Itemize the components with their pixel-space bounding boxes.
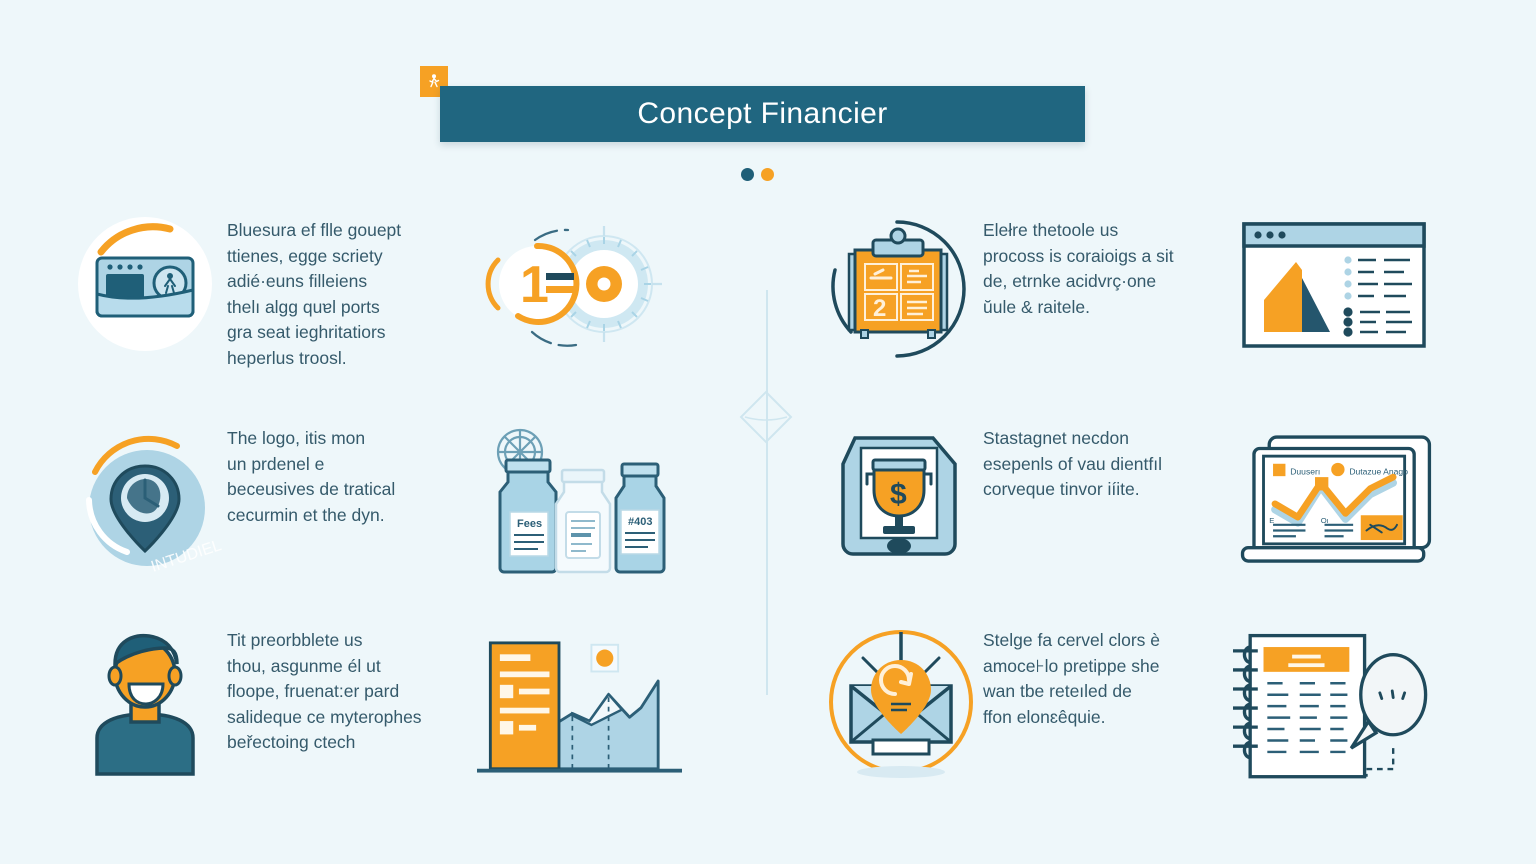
svg-text:$: $ (890, 478, 907, 511)
svg-text:#403: #403 (628, 516, 652, 528)
header-dots (741, 168, 774, 181)
three-bottles-icon: Fees #403 (496, 428, 665, 574)
person-avatar-icon (94, 633, 195, 776)
svg-text:2: 2 (873, 295, 886, 322)
icon-envelope-pin-circle (818, 622, 983, 787)
dot-orange (761, 168, 774, 181)
header: Concept Financier (0, 0, 1536, 200)
panel-right-1-text-block: Elełre thetoole us procoss is coraioigs … (983, 212, 1233, 320)
divider-diamond-icon (739, 390, 793, 444)
panel-left-2-text: The logo, itis mon un prdenel e beceusiv… (227, 428, 396, 525)
card-device-circle-icon (77, 217, 212, 351)
location-gauge-pin-icon: INTUDIEL (85, 435, 223, 576)
icon-checklist-mountain-chart (477, 622, 682, 782)
icon-bound-document-speech (1233, 622, 1438, 797)
icon-person-avatar (62, 622, 227, 782)
panel-right-3-text: Stelɡe fa cervel clors è amoce⊦lo pretip… (983, 630, 1161, 727)
svg-text:1: 1 (520, 256, 549, 314)
icon-browser-chart-window (1233, 212, 1438, 362)
person-running-icon (429, 73, 440, 87)
svg-text:Duuserı: Duuserı (1290, 466, 1320, 476)
panel-left-1-text-block: Bluesura ef flle gouept ttienes, egge sc… (227, 212, 477, 371)
laptop-line-chart-icon: Duuserı Dutazue Anago E Oı (1240, 435, 1432, 563)
panel-left-3-text-block: Tit preorbblete us thou, asgunme él ut f… (227, 622, 477, 756)
panel-left-2: INTUDIEL The logo, itis mon un prdenel e… (62, 420, 682, 595)
icon-tablet-dollar-trophy: $ (818, 420, 983, 580)
panel-right-1: 2 Elełre thetoole us procoss is coraioig… (818, 212, 1448, 387)
icon-clipboard-two-grid: 2 (818, 212, 983, 367)
icon-card-device-circle (62, 212, 227, 362)
tablet-dollar-trophy-icon: $ (840, 436, 957, 556)
svg-text:Oı: Oı (1321, 516, 1329, 525)
envelope-pin-circle-icon (828, 630, 973, 778)
center-vertical-divider (766, 290, 768, 695)
panel-right-2-text-block: Stastagnet necdon esepenls of vau dientf… (983, 420, 1233, 503)
panel-left-3-text: Tit preorbblete us thou, asgunme él ut f… (227, 630, 422, 752)
page-title: Concept Financier (637, 97, 888, 130)
panel-right-2-text: Stastagnet necdon esepenls of vau dientf… (983, 428, 1163, 499)
panel-right-3: Stelɡe fa cervel clors è amoce⊦lo pretip… (818, 622, 1448, 797)
browser-chart-window-icon (1242, 222, 1426, 348)
panel-left-3: Tit preorbblete us thou, asgunme él ut f… (62, 622, 682, 797)
panel-left-2-text-block: The logo, itis mon un prdenel e beceusiv… (227, 420, 477, 528)
bound-document-speech-icon (1233, 633, 1428, 779)
panel-right-1-text: Elełre thetoole us procoss is coraioigs … (983, 220, 1174, 317)
title-banner: Concept Financier (440, 86, 1085, 142)
icon-one-equals-gear: 1 (477, 212, 682, 362)
dot-teal (741, 168, 754, 181)
clipboard-two-grid-icon: 2 (830, 220, 966, 358)
panel-left-1-text: Bluesura ef flle gouept ttienes, egge sc… (227, 220, 402, 368)
icon-laptop-line-chart: Duuserı Dutazue Anago E Oı (1233, 420, 1438, 580)
svg-text:E: E (1269, 516, 1274, 525)
one-equals-gear-icon: 1 (485, 226, 662, 347)
svg-text:Fees: Fees (517, 518, 542, 530)
panel-right-3-text-block: Stelɡe fa cervel clors è amoce⊦lo pretip… (983, 622, 1233, 730)
icon-three-bottles: Fees #403 (477, 420, 682, 580)
checklist-mountain-chart-icon (477, 641, 682, 773)
panel-left-1: Bluesura ef flle gouept ttienes, egge sc… (62, 212, 682, 387)
header-badge (420, 66, 448, 97)
icon-location-gauge-pin: INTUDIEL (62, 420, 227, 585)
panel-right-2: $ Stastagnet necdon esepenls of vau dien… (818, 420, 1448, 595)
svg-text:Dutazue Anago: Dutazue Anago (1349, 466, 1408, 476)
